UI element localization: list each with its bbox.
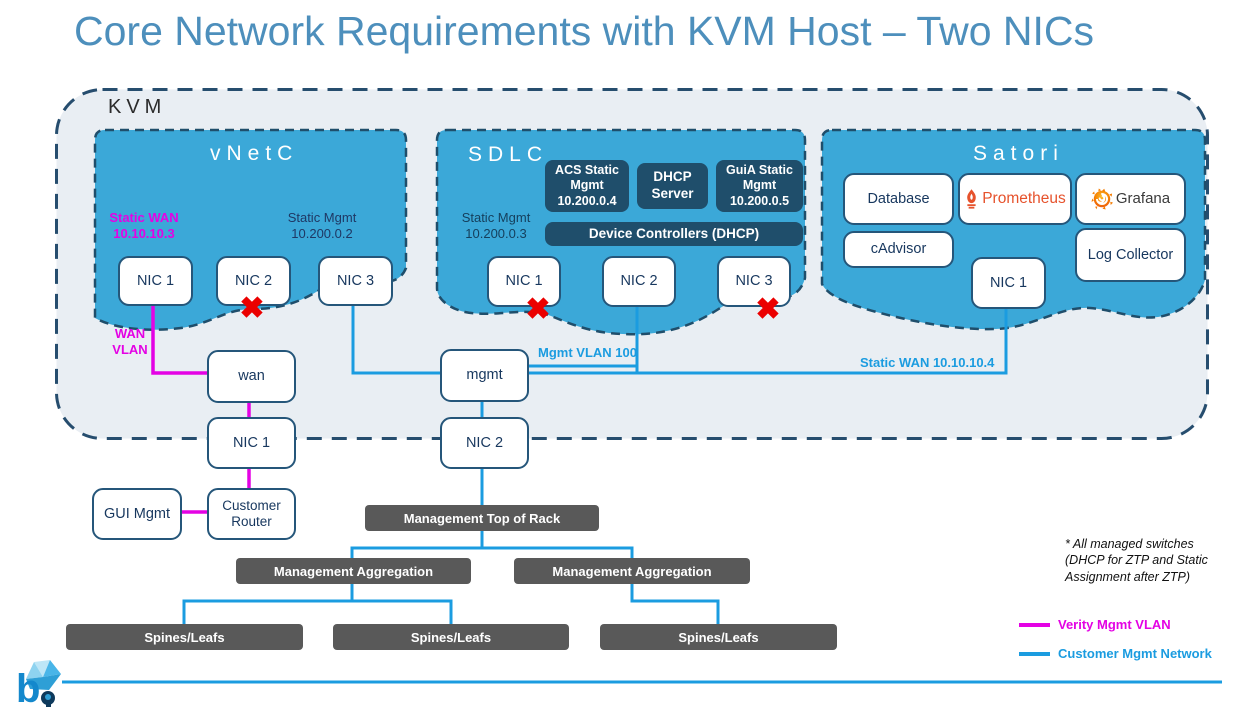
satori-prometheus-label: Prometheus [982, 190, 1066, 208]
wan-vlan-label: WAN VLAN [112, 326, 148, 357]
sdlc-nic1-box: NIC 1 [487, 256, 561, 307]
disabled-x-icon-sdlc-nic1: ✖ [525, 293, 551, 326]
sdlc-nic2-box: NIC 2 [602, 256, 676, 307]
mgmt-vlan-100-label: Mgmt VLAN 100 [538, 345, 637, 360]
host-nic1-box: NIC 1 [207, 417, 296, 469]
vnetc-static-mgmt-label: Static Mgmt 10.200.0.2 [287, 210, 357, 241]
vnetc-title: vNetC [210, 142, 299, 165]
satori-nic1-box: NIC 1 [971, 257, 1046, 309]
management-top-of-rack-bar: Management Top of Rack [365, 505, 599, 531]
verity-mgmt-vlan-legend: Verity Mgmt VLAN [1058, 617, 1171, 632]
sdlc-acs-box: ACS Static Mgmt 10.200.0.4 [545, 160, 629, 212]
satori-cadvisor-box: cAdvisor [843, 231, 954, 268]
spines-leafs-bar-3: Spines/Leafs [600, 624, 837, 650]
brand-logo: b [16, 660, 61, 709]
disabled-x-icon-sdlc-nic3: ✖ [755, 293, 781, 326]
spines-leafs-bar-1: Spines/Leafs [66, 624, 303, 650]
sdlc-nic3-box: NIC 3 [717, 256, 791, 307]
sdlc-static-mgmt-label: Static Mgmt 10.200.0.3 [461, 210, 531, 241]
static-wan-10-10-10-4-label: Static WAN 10.10.10.4 [860, 355, 995, 370]
grafana-spiral-icon [1091, 188, 1113, 210]
kvm-label: KVM [108, 96, 167, 118]
customer-router-box: Customer Router [207, 488, 296, 540]
vnetc-nic3-box: NIC 3 [318, 256, 393, 306]
satori-grafana-label: Grafana [1115, 190, 1171, 208]
managed-switches-note: * All managed switches (DHCP for ZTP and… [1065, 537, 1208, 584]
customer-mgmt-network-legend: Customer Mgmt Network [1058, 646, 1212, 661]
satori-prometheus-box: Prometheus [958, 173, 1072, 225]
vnetc-static-wan-label: Static WAN 10.10.10.3 [109, 210, 179, 241]
flame-icon [967, 189, 976, 209]
customer-mgmt-network-swatch [1019, 652, 1050, 656]
satori-title: Satori [973, 142, 1064, 165]
spines-leafs-bar-2: Spines/Leafs [333, 624, 569, 650]
vnetc-nic1-box: NIC 1 [118, 256, 193, 306]
host-nic2-box: NIC 2 [440, 417, 529, 469]
management-aggregation-right-bar: Management Aggregation [514, 558, 750, 584]
disabled-x-icon-vnetc-nic2: ✖ [239, 292, 265, 325]
page-title: Core Network Requirements with KVM Host … [74, 8, 1095, 54]
gui-mgmt-box: GUI Mgmt [92, 488, 182, 540]
management-aggregation-left-bar: Management Aggregation [236, 558, 471, 584]
svg-text:b: b [16, 667, 40, 709]
mgmt-bridge-box: mgmt [440, 349, 529, 402]
wan-bridge-box: wan [207, 350, 296, 403]
satori-database-box: Database [843, 173, 954, 225]
verity-mgmt-vlan-swatch [1019, 623, 1050, 627]
satori-log-collector-box: Log Collector [1075, 228, 1186, 282]
sdlc-dhcp-server-box: DHCP Server [637, 163, 708, 209]
vnetc-nic2-box: NIC 2 [216, 256, 291, 306]
sdlc-title: SDLC [468, 143, 549, 166]
sdlc-guia-box: GuiA Static Mgmt 10.200.0.5 [716, 160, 803, 212]
satori-grafana-box: Grafana [1075, 173, 1186, 225]
sdlc-device-controllers-box: Device Controllers (DHCP) [545, 222, 803, 246]
